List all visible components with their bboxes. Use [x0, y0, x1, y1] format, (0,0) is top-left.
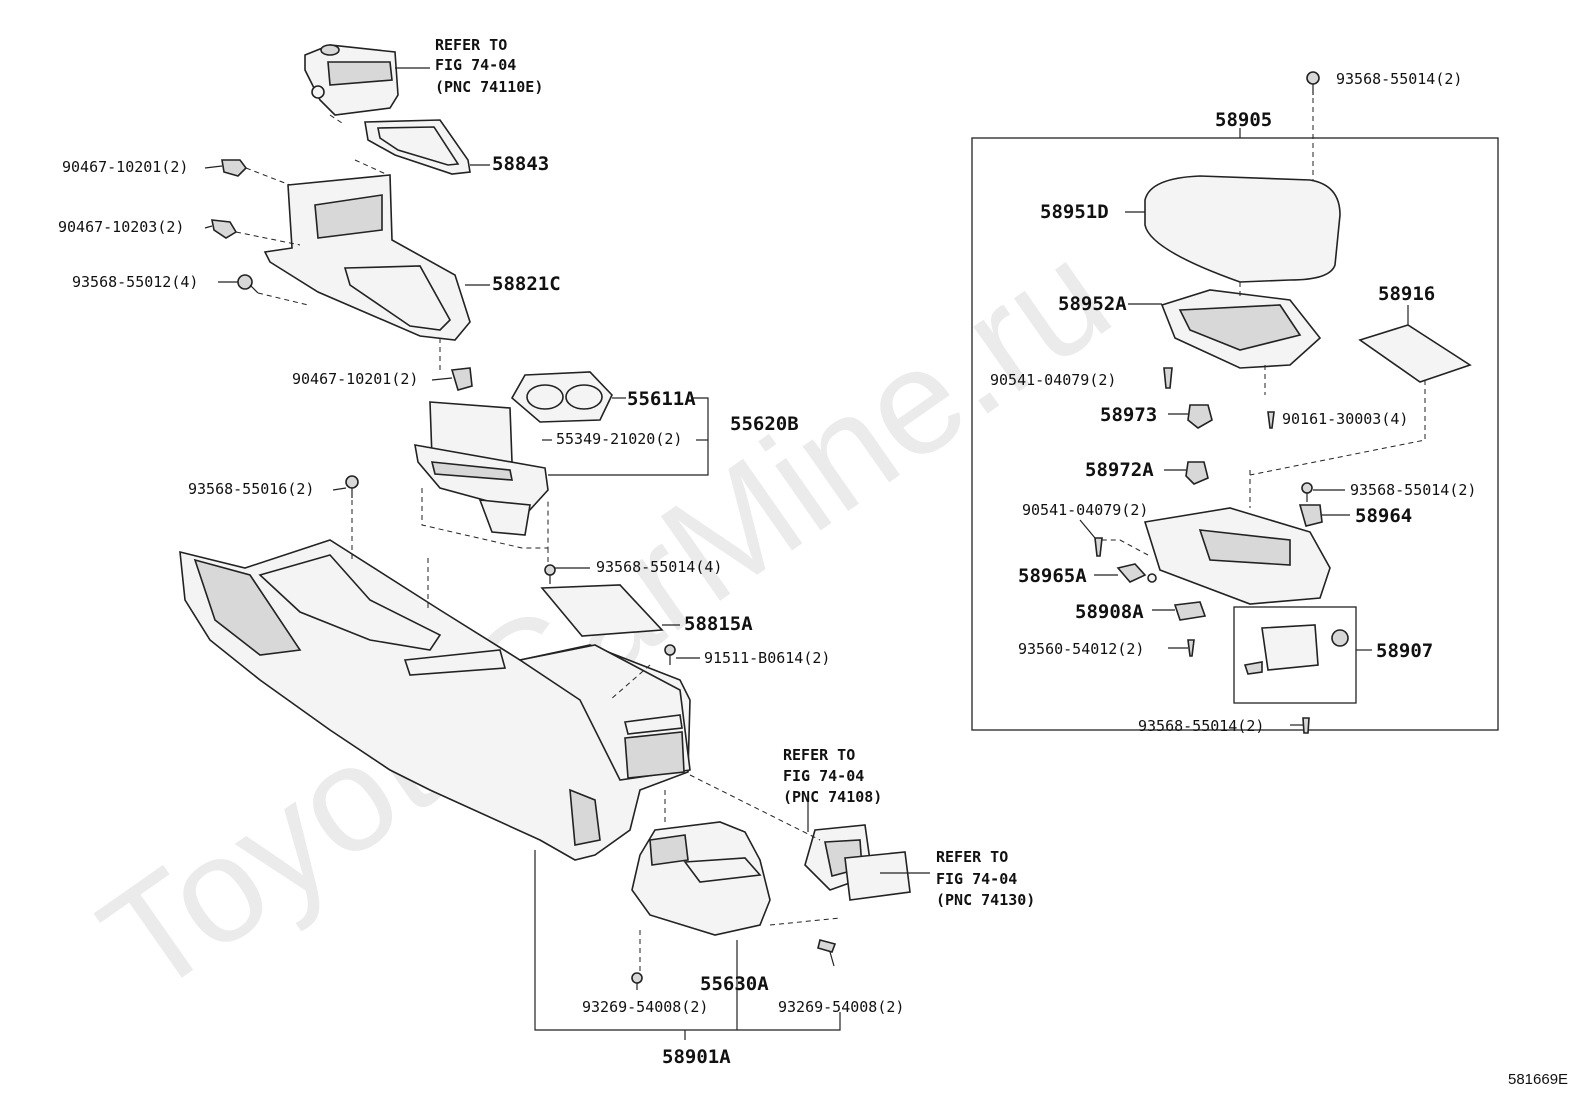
screw-90541-b [1094, 537, 1103, 557]
screw-93568-55014-r [1301, 482, 1313, 502]
screw-90161 [1267, 411, 1275, 429]
label-58908A: 58908A [1075, 601, 1144, 623]
refer-mid-line1: REFER TO [783, 746, 855, 764]
refer-top-line3: (PNC 74110E) [435, 78, 543, 96]
armrest-lid [1144, 175, 1341, 283]
clip-90467-10203 [211, 219, 238, 239]
label-90541-04079-a: 90541-04079(2) [990, 371, 1116, 389]
screw-93568-55014-4 [544, 564, 556, 584]
armrest-pad [1358, 324, 1472, 383]
refer-bottom-line1: REFER TO [936, 848, 1008, 866]
cup-holder-box [414, 401, 549, 536]
screw-93568-55012 [237, 274, 259, 294]
label-93568-55014-top: 93568-55014(2) [1336, 70, 1462, 88]
screw-90541-a [1163, 367, 1173, 389]
label-58815A: 58815A [684, 613, 753, 635]
rear-cup-holder [631, 821, 771, 936]
latch-58973 [1187, 404, 1213, 429]
screw-93560 [1187, 639, 1195, 657]
screw-93269-right [817, 939, 837, 967]
label-93560-54012: 93560-54012(2) [1018, 640, 1144, 658]
label-93568-55012: 93568-55012(4) [72, 273, 198, 291]
label-90541-04079-b: 90541-04079(2) [1022, 501, 1148, 519]
refer-top-line2: FIG 74-04 [435, 56, 516, 74]
label-93269-54008-left: 93269-54008(2) [582, 998, 708, 1016]
center-console [179, 539, 691, 861]
label-58951D: 58951D [1040, 201, 1109, 223]
screw-93568-55014-top [1306, 71, 1320, 95]
refer-mid-line3: (PNC 74108) [783, 788, 882, 806]
label-58916: 58916 [1378, 283, 1435, 305]
lock-58907 [1243, 624, 1349, 675]
armrest-assembly-box [971, 137, 1499, 731]
clip-90467-10201-a [221, 159, 248, 177]
screw-93568-55014-bottom [1302, 717, 1310, 734]
refer-bottom-line2: FIG 74-04 [936, 870, 1017, 888]
armrest-box [1143, 507, 1331, 605]
figure-code: 581669E [1508, 1071, 1568, 1088]
label-55630A: 55630A [700, 973, 769, 995]
label-93568-55014-r: 93568-55014(2) [1350, 481, 1476, 499]
label-93269-54008-right: 93269-54008(2) [778, 998, 904, 1016]
label-90161-30003: 90161-30003(4) [1282, 410, 1408, 428]
label-58972A: 58972A [1085, 459, 1154, 481]
label-58952A: 58952A [1058, 293, 1127, 315]
label-58901A: 58901A [662, 1046, 731, 1068]
part-58907-box [1233, 606, 1357, 704]
label-58964: 58964 [1355, 505, 1412, 527]
label-58973: 58973 [1100, 404, 1157, 426]
label-93568-55016: 93568-55016(2) [188, 480, 314, 498]
part-58908A [1173, 601, 1207, 621]
clip-90467-10201-b [450, 367, 473, 391]
label-93568-55014-bottom: 93568-55014(2) [1138, 717, 1264, 735]
label-90467-10201-a: 90467-10201(2) [62, 158, 188, 176]
cup-mat [510, 371, 613, 423]
screw-93269-left [631, 972, 643, 990]
bracket-58964 [1298, 504, 1323, 527]
label-55349-21020: 55349-21020(2) [556, 430, 682, 448]
ashtray-74130 [844, 851, 911, 901]
screw-93568-55016 [345, 475, 359, 498]
armrest-lid-frame [1160, 289, 1322, 369]
label-93568-55014-4: 93568-55014(4) [596, 558, 722, 576]
part-58965A [1116, 563, 1157, 583]
console-mat [540, 584, 664, 637]
latch-58972A [1185, 461, 1209, 485]
refer-mid-line2: FIG 74-04 [783, 767, 864, 785]
cup-holder-module [304, 44, 399, 116]
refer-bottom-line3: (PNC 74130) [936, 891, 1035, 909]
label-58821C: 58821C [492, 273, 561, 295]
label-58965A: 58965A [1018, 565, 1087, 587]
shift-panel [263, 174, 471, 341]
label-58907: 58907 [1376, 640, 1433, 662]
screw-91511 [664, 644, 676, 665]
label-58843: 58843 [492, 153, 549, 175]
label-90467-10201-b: 90467-10201(2) [292, 370, 418, 388]
refer-top-line1: REFER TO [435, 36, 507, 54]
label-91511-B0614: 91511-B0614(2) [704, 649, 830, 667]
label-55611A: 55611A [627, 388, 696, 410]
label-55620B: 55620B [730, 413, 799, 435]
shift-bezel-ring [364, 119, 471, 175]
label-90467-10203: 90467-10203(2) [58, 218, 184, 236]
label-58905: 58905 [1215, 109, 1272, 131]
